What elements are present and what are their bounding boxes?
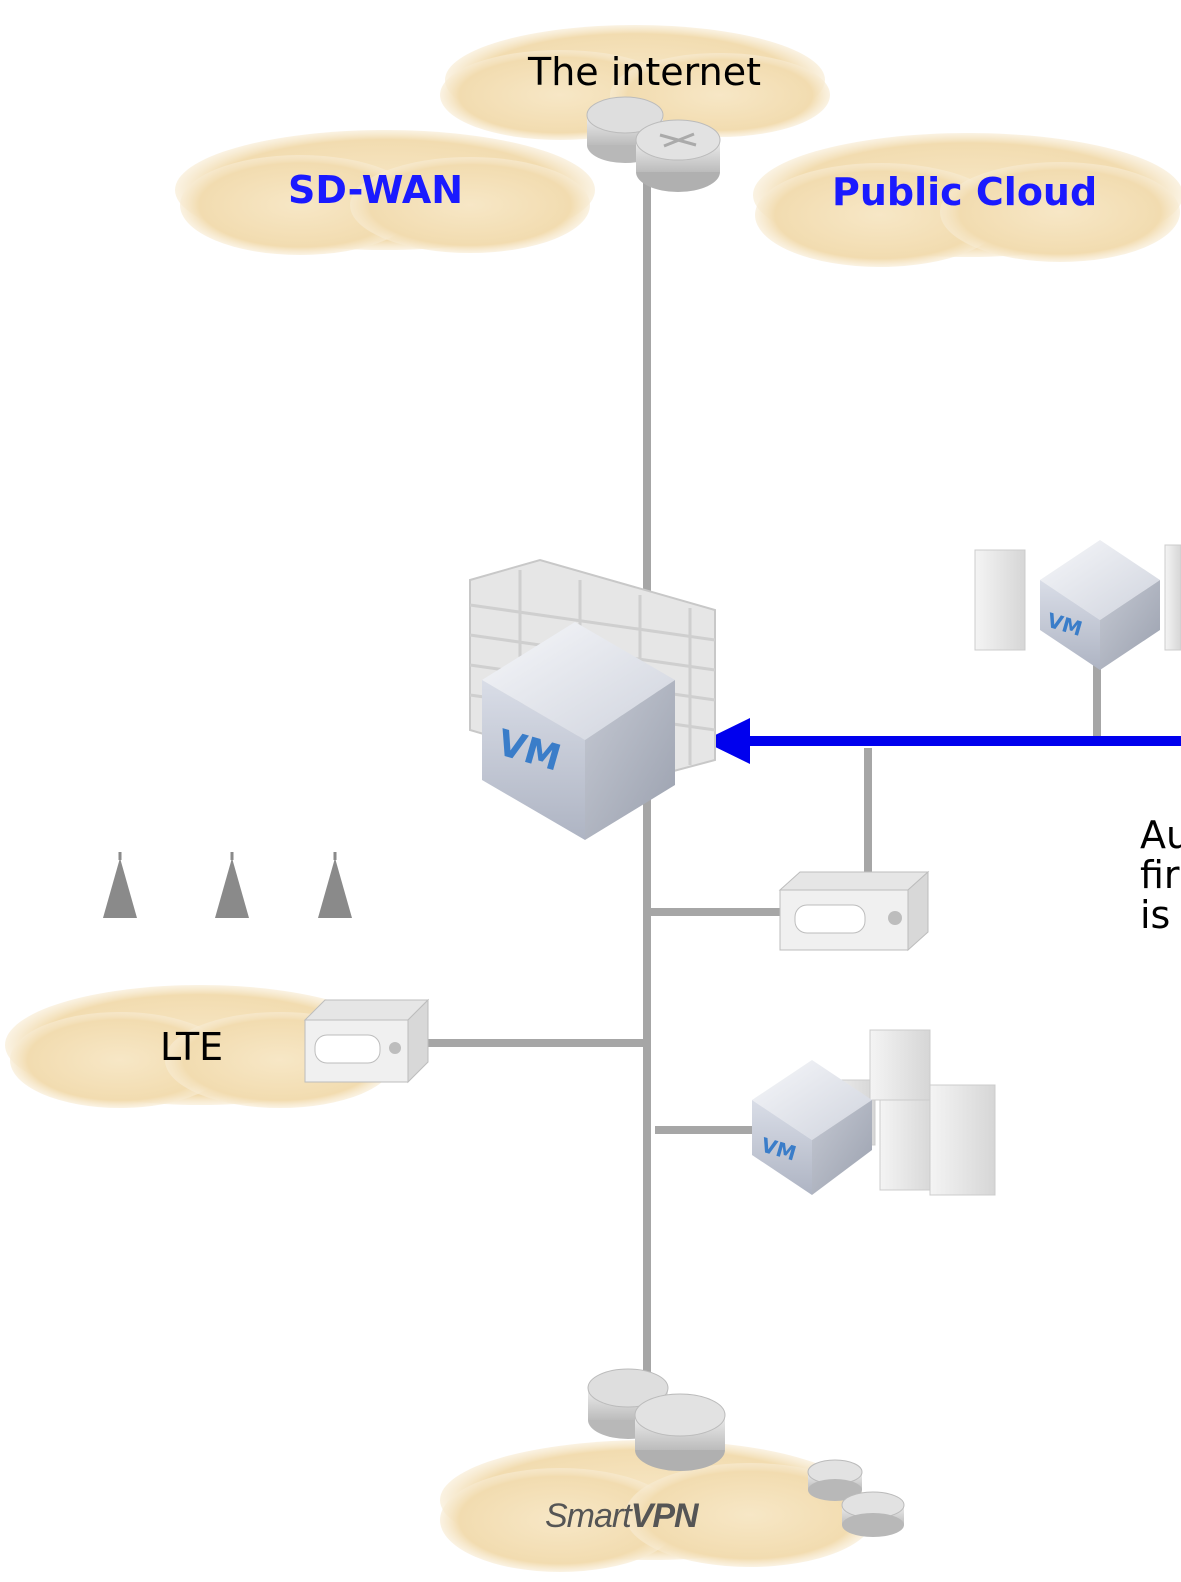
vm-cube-icon-main: VM bbox=[482, 622, 675, 840]
smartvpn-logo-prefix: Smart bbox=[545, 1497, 632, 1535]
blue-arrow bbox=[703, 718, 1181, 764]
vm-cube-icon-right: VM bbox=[1040, 540, 1160, 670]
vm-cube-icon-lower: VM bbox=[752, 1060, 872, 1195]
annotation-line-2: fir bbox=[1140, 853, 1180, 897]
cell-tower-icons bbox=[103, 852, 352, 918]
server-icon-lower bbox=[819, 1029, 996, 1196]
switch-icon-center bbox=[778, 870, 930, 952]
cloud-label-lte: LTE bbox=[160, 1025, 224, 1069]
router-icon bbox=[586, 96, 721, 192]
router-icon-small bbox=[807, 1459, 905, 1537]
cell-tower-icon bbox=[318, 852, 352, 918]
cloud-sdwan bbox=[175, 130, 595, 255]
cell-tower-icon bbox=[215, 852, 249, 918]
server-icon-right bbox=[974, 544, 1181, 651]
annotation-text: Au fir is bbox=[1140, 815, 1181, 935]
router-icon-bottom bbox=[587, 1368, 726, 1471]
cloud-label-internet: The internet bbox=[528, 50, 761, 94]
annotation-line-3: is bbox=[1140, 893, 1171, 937]
cloud-label-sdwan: SD-WAN bbox=[288, 168, 464, 212]
smartvpn-logo-suffix: VPN bbox=[630, 1497, 699, 1535]
smartvpn-logo: SmartVPN bbox=[545, 1497, 699, 1536]
cell-tower-icon bbox=[103, 852, 137, 918]
annotation-line-1: Au bbox=[1140, 813, 1181, 857]
cloud-public bbox=[753, 133, 1181, 267]
cloud-label-public-cloud: Public Cloud bbox=[832, 170, 1098, 214]
switch-icon-lte bbox=[303, 998, 430, 1084]
cloud-lte bbox=[5, 985, 395, 1108]
